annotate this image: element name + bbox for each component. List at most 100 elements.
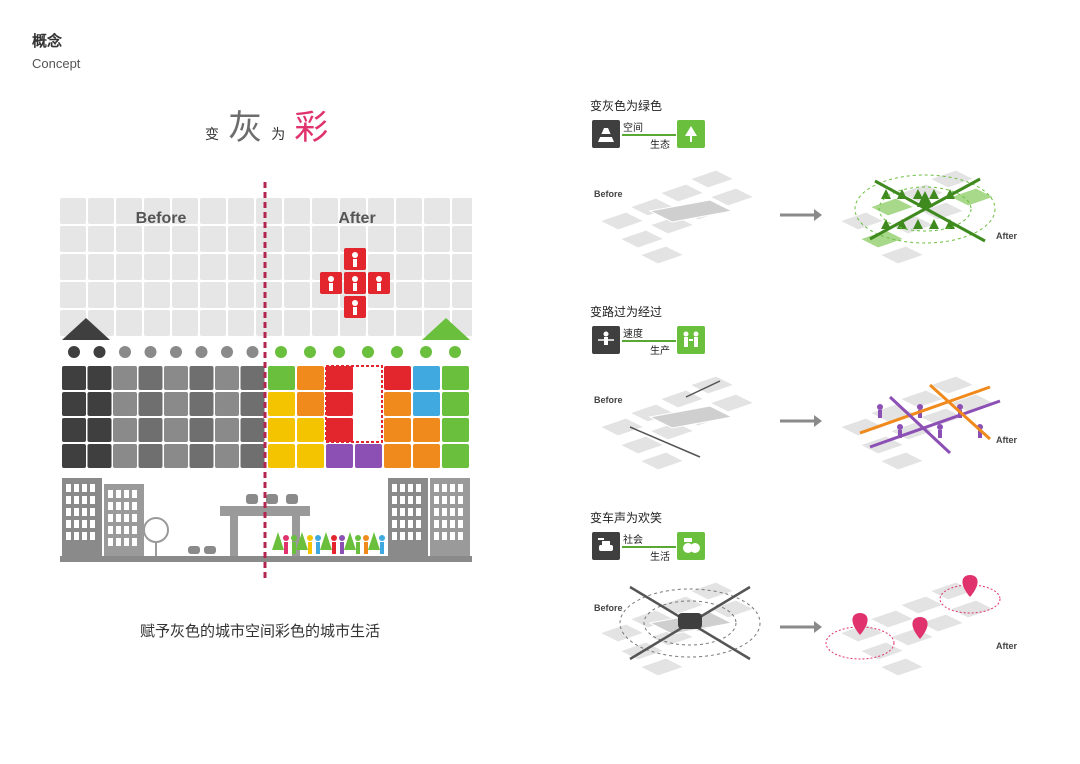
bg-tile (256, 310, 282, 336)
bg-tile (396, 282, 422, 308)
person-icon (877, 404, 883, 410)
after-icon-tile (268, 392, 295, 416)
iso-block (868, 609, 916, 629)
before-icon-tile (138, 418, 163, 442)
row-title: 变路过为经过 (590, 305, 663, 319)
after-icon-tile (326, 418, 353, 442)
bg-tile (424, 226, 450, 252)
iso-block (868, 197, 916, 217)
transition-arrow (622, 546, 676, 548)
bg-tile (284, 282, 310, 308)
car-icon (266, 494, 278, 504)
before-icon-tile (87, 418, 112, 442)
tree-icon (368, 532, 380, 550)
after-icon-tile (384, 418, 411, 442)
bg-tile (312, 198, 338, 224)
bg-tile (144, 198, 170, 224)
iso-block (858, 641, 906, 661)
road-icon (592, 120, 620, 148)
bg-tile (172, 282, 198, 308)
person-icon (328, 276, 334, 282)
empty-slot-outline (325, 365, 383, 443)
after-icon-tile (442, 444, 469, 468)
before-icon-tile (138, 392, 163, 416)
before-icon-tile (189, 444, 214, 468)
tree-icon (881, 189, 891, 199)
iso-after-blocks (838, 169, 996, 265)
iso-block (878, 657, 926, 677)
before-icon-tile (215, 418, 239, 442)
location-pin-icon (912, 617, 928, 639)
bg-tile (60, 254, 86, 280)
iso-block (878, 245, 926, 265)
window-pattern (66, 484, 137, 546)
iso-block (858, 435, 906, 455)
after-icon-tile (384, 392, 411, 416)
before-icon-tile (87, 444, 112, 468)
transition-arrow (622, 340, 676, 342)
bg-tile (340, 226, 366, 252)
tree-icon (344, 532, 356, 550)
before-icon-tile (62, 366, 86, 390)
after-icon-tile (355, 392, 382, 416)
after-icon-tile (297, 418, 324, 442)
main-title: 变 灰 为 彩 (205, 100, 328, 149)
iso-before-blocks (598, 375, 756, 471)
before-icon-tile (62, 418, 86, 442)
car-noise-icon (592, 532, 620, 560)
tree-icon (143, 517, 169, 543)
bg-tile (200, 254, 226, 280)
overpass-icon (220, 506, 310, 516)
car-icon (188, 546, 200, 554)
after-icon-tile (384, 444, 411, 468)
before-label: Before (594, 189, 623, 199)
axis-arrow (874, 179, 986, 243)
iso-block (688, 169, 736, 189)
person-icon (291, 535, 297, 541)
transition-legend: 速度 生产 (590, 326, 1050, 358)
roof-icon (62, 318, 110, 340)
bg-tile (200, 310, 226, 336)
row-title: 变灰色为绿色 (590, 99, 663, 113)
iso-block (858, 229, 906, 249)
bg-tile (256, 198, 282, 224)
before-icon-tile (240, 392, 265, 416)
before-icon-tile (240, 366, 265, 390)
after-icon-tile (297, 444, 324, 468)
person-icon (957, 404, 963, 410)
row-grey-to-green: 变灰色为绿色 空间 生态 Before After (590, 97, 1050, 265)
iso-green-svg (598, 169, 996, 265)
before-icon-tile (113, 366, 137, 390)
person-icon (363, 535, 369, 541)
iso-purple-svg (598, 375, 1001, 471)
iso-block (658, 183, 706, 203)
before-icon-tile (215, 444, 239, 468)
window-pattern (392, 484, 463, 540)
before-label: Before (136, 210, 187, 227)
bg-tile (116, 310, 142, 336)
after-icon-tile (413, 392, 440, 416)
bg-tile (116, 254, 142, 280)
iso-block (948, 599, 996, 619)
iso-before-blocks (598, 169, 756, 265)
from-label: 社会 (623, 535, 643, 546)
bg-tile (172, 198, 198, 224)
iso-before-blocks (598, 581, 756, 677)
row-pass-to-through: 变路过为经过 速度 生产 Before After (590, 303, 1050, 471)
iso-block (948, 187, 996, 207)
before-icon-tile (113, 392, 137, 416)
icon-tiles (62, 340, 469, 468)
from-label: 速度 (623, 329, 643, 340)
after-icon-tile (268, 366, 295, 390)
to-label: 生活 (650, 552, 670, 563)
person-icon (315, 535, 321, 541)
bg-tile (200, 198, 226, 224)
transport-icon (68, 346, 80, 358)
car-icon (246, 494, 258, 504)
before-icon-tile (215, 392, 239, 416)
bg-tile (368, 310, 394, 336)
transport-icon (221, 346, 233, 358)
bg-tile (368, 198, 394, 224)
iso-block (648, 405, 734, 429)
person-icon (897, 424, 903, 430)
